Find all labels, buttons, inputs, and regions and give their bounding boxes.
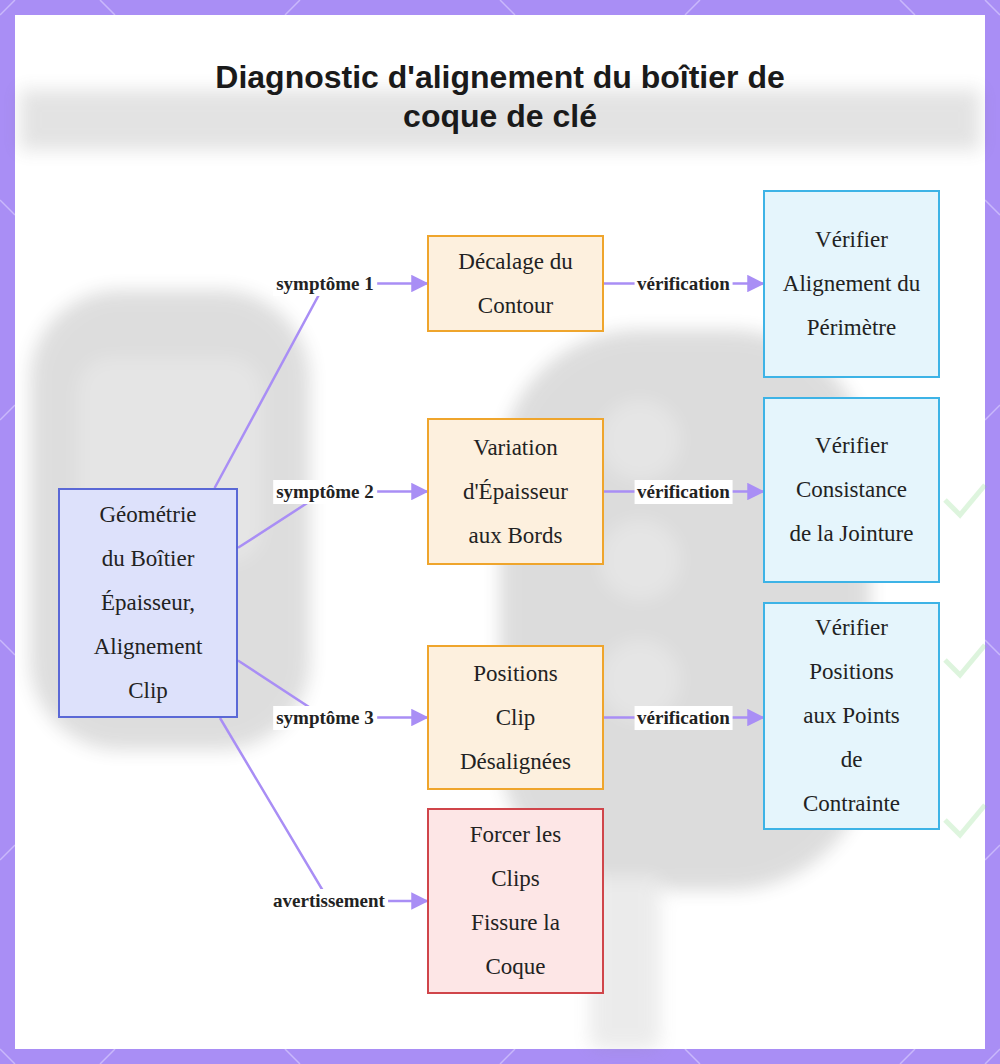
key-fob-photo	[20, 90, 980, 1050]
node-text: Variation d'Épaisseur aux Bords	[448, 426, 583, 558]
warning-box: Forcer les Clips Fissure la Coque	[427, 808, 604, 994]
check-box: Vérifier Positions aux Points de Contrai…	[763, 602, 940, 830]
edge-label: vérification	[634, 480, 733, 504]
edge-label: symptôme 3	[273, 706, 377, 730]
check-marks	[945, 485, 985, 835]
node-text: Vérifier Consistance de la Jointure	[789, 424, 914, 556]
canvas	[15, 15, 985, 1049]
symptom-box: Variation d'Épaisseur aux Bords	[427, 418, 604, 565]
diagram-title: Diagnostic d'alignement du boîtier de co…	[180, 58, 820, 136]
connector-arrow	[220, 718, 427, 901]
node-text: Vérifier Positions aux Points de Contrai…	[794, 606, 909, 826]
node-text: Géométrie du Boîtier Épaisseur, Aligneme…	[86, 493, 211, 713]
node-text: Positions Clip Désalignées	[453, 652, 578, 784]
check-box: Vérifier Alignement du Périmètre	[763, 190, 940, 378]
node-text: Vérifier Alignement du Périmètre	[779, 218, 924, 350]
edge-label: symptôme 2	[273, 480, 377, 504]
hub-box: Géométrie du Boîtier Épaisseur, Aligneme…	[58, 488, 238, 718]
edge-label: symptôme 1	[273, 272, 377, 296]
edge-label: vérification	[634, 706, 733, 730]
node-text: Forcer les Clips Fissure la Coque	[458, 813, 573, 989]
check-box: Vérifier Consistance de la Jointure	[763, 397, 940, 583]
node-text: Décalage du Contour	[436, 240, 596, 328]
symptom-box: Décalage du Contour	[427, 235, 604, 332]
edge-label: vérification	[634, 272, 733, 296]
edge-label: avertissement	[270, 889, 388, 913]
symptom-box: Positions Clip Désalignées	[427, 645, 604, 790]
connector-arrow	[215, 284, 427, 489]
